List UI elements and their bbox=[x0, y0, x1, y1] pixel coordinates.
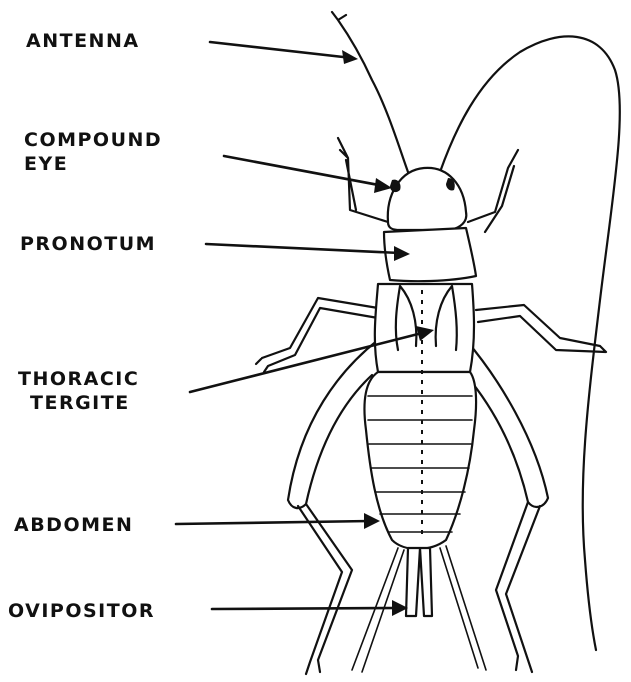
front-right-leg bbox=[468, 150, 518, 232]
label-compound-eye-2: EYE bbox=[24, 153, 68, 175]
label-thoracic-tergite: THORACIC bbox=[18, 368, 139, 390]
label-pronotum: PRONOTUM bbox=[20, 233, 156, 255]
arrow-abdomen bbox=[176, 513, 380, 529]
label-compound-eye: COMPOUND bbox=[24, 129, 162, 151]
hind-left-leg bbox=[288, 340, 378, 674]
abdomen bbox=[365, 372, 477, 549]
label-thoracic-tergite-2: TERGITE bbox=[30, 392, 130, 414]
arrow-ovipositor bbox=[212, 600, 408, 616]
label-antenna: ANTENNA bbox=[26, 30, 140, 52]
arrow-pronotum bbox=[206, 244, 410, 261]
head bbox=[388, 168, 466, 230]
label-ovipositor: OVIPOSITOR bbox=[8, 600, 155, 622]
hind-right-leg bbox=[466, 340, 548, 672]
arrow-compound-eye bbox=[224, 156, 392, 193]
label-abdomen: ABDOMEN bbox=[14, 514, 133, 536]
arrow-antenna bbox=[210, 42, 358, 64]
middle-right-leg bbox=[476, 305, 606, 352]
ovipositor bbox=[406, 548, 432, 616]
